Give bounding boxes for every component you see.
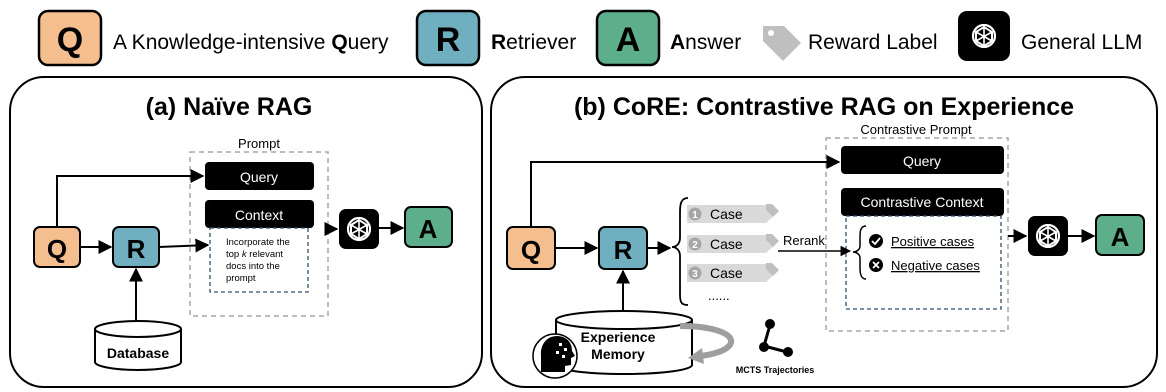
cases-brace [852, 225, 867, 280]
contrastive-prompt-label: Contrastive Prompt [860, 122, 972, 137]
memory-label-1: Experience [581, 329, 656, 345]
panel-a-title: (a) Naïve RAG [146, 93, 313, 121]
arrow-r-to-context [158, 238, 210, 253]
legend-reward-text: Reward Label [808, 31, 938, 54]
mcts-to-memory-arrow [679, 323, 735, 359]
query-node-b-letter: Q [521, 235, 541, 265]
tag-icon [766, 234, 779, 247]
legend-query: Q A Knowledge-intensive Query [37, 9, 389, 67]
negative-cases: Negative cases [869, 258, 980, 273]
positive-cases-label: Positive cases [891, 234, 975, 249]
case-item-3: 3 Case [687, 263, 779, 282]
legend-reward: Reward Label [763, 26, 938, 61]
legend-answer: A Answer [595, 9, 741, 67]
retriever-node-b-letter: R [614, 235, 633, 265]
tag-icon [766, 263, 779, 276]
context-box-label: Context [235, 207, 283, 223]
query-box [205, 162, 314, 190]
case-list-brace [671, 197, 689, 306]
ai-head-icon [532, 333, 578, 379]
mcts-graph-icon [759, 319, 793, 357]
legend-llm-text: General LLM [1021, 31, 1142, 54]
legend-retriever-text: Retriever [491, 31, 576, 54]
answer-badge-letter: A [616, 21, 641, 59]
answer-node [404, 206, 453, 248]
contrastive-context-label: Contrastive Context [861, 194, 984, 210]
query-box-label: Query [240, 169, 278, 185]
case-item-1: 1 Case [687, 204, 779, 223]
retriever-badge-letter: R [436, 21, 461, 59]
legend-query-text: A Knowledge-intensive Query [113, 31, 389, 54]
negative-cases-label: Negative cases [891, 258, 980, 273]
context-box [205, 200, 314, 228]
answer-badge [595, 9, 661, 67]
panel-a-frame [9, 76, 483, 388]
panel-b-title: (b) CoRE: Contrastive RAG on Experience [574, 93, 1074, 121]
arrow-q-to-query-b [530, 155, 841, 227]
panel-core: (b) CoRE: Contrastive RAG on Experience … [490, 76, 1158, 388]
case-ellipsis: ...... [708, 288, 730, 303]
context-note: Incorporate the top k relevant docs into… [226, 237, 293, 284]
contrastive-prompt-box [825, 137, 1009, 332]
case-item-2: 2 Case [687, 234, 779, 253]
svg-text:1: 1 [692, 210, 698, 221]
query-badge-letter: Q [57, 21, 83, 59]
retriever-node-letter: R [127, 234, 146, 264]
prompt-label: Prompt [238, 136, 280, 151]
memory-label-2: Memory [591, 346, 645, 362]
contrastive-context-box [841, 188, 1004, 216]
legend-answer-text: Answer [670, 31, 741, 54]
legend: Q A Knowledge-intensive Query R Retrieve… [37, 9, 1142, 67]
legend-retriever: R Retriever [415, 9, 576, 67]
experience-memory: Experience Memory [555, 310, 693, 375]
legend-llm: General LLM [958, 11, 1142, 61]
retriever-badge [415, 9, 481, 67]
rerank-label: Rerank [783, 233, 825, 248]
query-badge [37, 9, 103, 67]
context-note-box [209, 227, 309, 293]
contrastive-cases-box [845, 215, 1002, 310]
case-label: Case [710, 236, 743, 252]
positive-cases: Positive cases [869, 234, 975, 249]
answer-node-letter: A [419, 214, 438, 244]
database-label: Database [107, 345, 169, 361]
check-icon [869, 234, 883, 248]
case-label: Case [710, 265, 743, 281]
answer-node-b-letter: A [1111, 222, 1130, 252]
case-label: Case [710, 206, 743, 222]
query-box-b [841, 146, 1004, 174]
database: Database [94, 320, 182, 371]
svg-text:2: 2 [692, 240, 698, 251]
svg-text:3: 3 [692, 269, 698, 280]
answer-node-b [1095, 214, 1145, 256]
mcts-label: MCTS Trajectories [736, 365, 815, 375]
arrow-q-to-query [56, 169, 205, 227]
query-node-letter: Q [47, 234, 67, 264]
tag-icon [766, 204, 779, 217]
panel-naive-rag: (a) Naïve RAG Prompt Query Context Incor… [9, 76, 483, 388]
query-box-b-label: Query [903, 153, 941, 169]
